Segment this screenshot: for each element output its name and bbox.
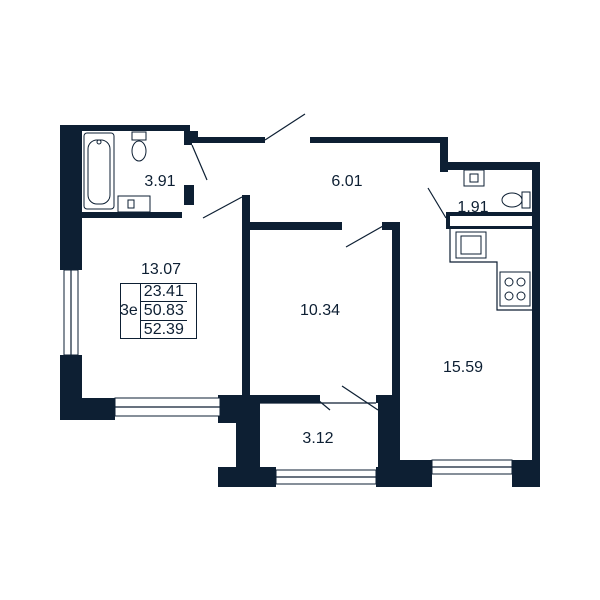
toilet-door — [427, 187, 447, 219]
sink-icon — [463, 169, 485, 187]
apartment-type-code: 3е — [120, 302, 138, 319]
room-area-balcony: 3.12 — [302, 430, 334, 447]
room-door — [345, 225, 384, 248]
toilet-icon — [501, 191, 531, 209]
total-area-value: 50.83 — [140, 302, 187, 321]
windows — [63, 269, 513, 485]
doors — [191, 113, 447, 411]
balcony-door — [341, 385, 379, 411]
entrance-door — [264, 113, 306, 141]
living-area-value: 23.41 — [140, 283, 187, 302]
kitchen-sink-icon — [455, 231, 487, 259]
bathroom-door — [191, 144, 208, 181]
room-area-room: 10.34 — [299, 302, 341, 319]
total-with-balcony-value: 52.39 — [143, 321, 184, 338]
room-area-toilet: 1.91 — [457, 199, 489, 216]
walls — [60, 125, 540, 487]
kitchen-counter — [449, 229, 532, 311]
room-area-kitchen: 15.59 — [442, 359, 484, 376]
sink-icon — [117, 195, 151, 213]
area-values: 23.41 50.83 52.39 — [139, 283, 187, 339]
room-area-bedroom: 13.07 — [140, 261, 182, 278]
toilet-icon — [131, 131, 147, 162]
room-area-bathroom: 3.91 — [144, 173, 176, 190]
bedroom-door — [202, 196, 243, 219]
room-area-hallway: 6.01 — [331, 173, 363, 190]
stove-icon — [499, 271, 531, 307]
apartment-summary: 3е 23.41 50.83 52.39 — [120, 283, 187, 339]
bathtub-icon — [83, 132, 115, 210]
